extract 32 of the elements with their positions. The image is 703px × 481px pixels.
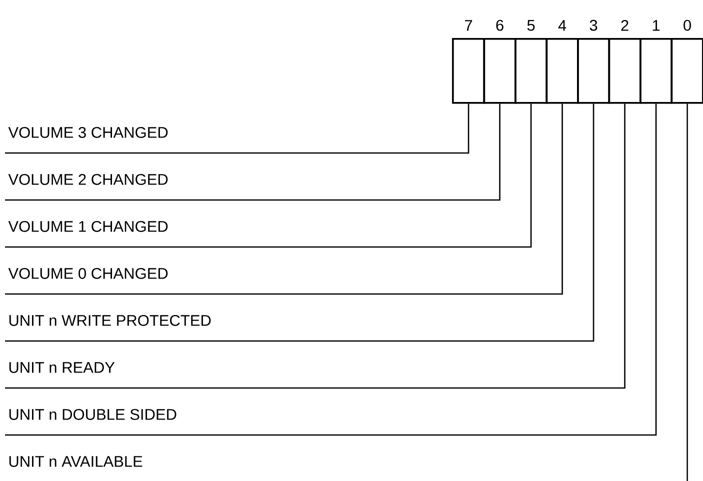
bit-cell: 7 (452, 20, 486, 104)
field-label: VOLUME 0 CHANGED (8, 268, 168, 279)
leader-line (5, 104, 470, 154)
node-label: 6 (496, 20, 504, 31)
node-label: 0 (684, 20, 691, 31)
leader-line (5, 104, 563, 295)
leader-line (5, 104, 657, 436)
field-label: VOLUME 1 CHANGED (8, 220, 168, 232)
field-label: UNIT n DOUBLE SIDED (9, 408, 176, 420)
node-label: 4 (558, 20, 566, 31)
leader-line (5, 104, 626, 389)
bit-cell: 4 (546, 20, 579, 104)
field-label: UNIT n READY (9, 362, 115, 373)
node-label: 3 (590, 20, 598, 31)
field-label: UNIT n WRITE PROTECTED (9, 314, 211, 326)
node-label: 2 (621, 20, 628, 31)
leader-line (5, 104, 500, 201)
node-label: 7 (465, 20, 472, 31)
node-label: 5 (527, 20, 535, 31)
bit-cell: 6 (483, 20, 516, 104)
bit-cell: 2 (608, 20, 642, 104)
field-label: VOLUME 2 CHANGED (8, 174, 168, 185)
leader-line (686, 104, 688, 481)
leader-line (5, 104, 594, 342)
field-label: VOLUME 3 CHANGED (8, 126, 168, 138)
field-label: UNIT n AVAILABLE (9, 456, 142, 467)
node-label: 1 (652, 20, 660, 31)
bit-cell: 5 (514, 20, 548, 104)
leader-line (5, 104, 532, 248)
bit-cell: 1 (640, 20, 673, 104)
bit-cell: 0 (670, 20, 703, 104)
bit-cell: 3 (577, 20, 610, 104)
